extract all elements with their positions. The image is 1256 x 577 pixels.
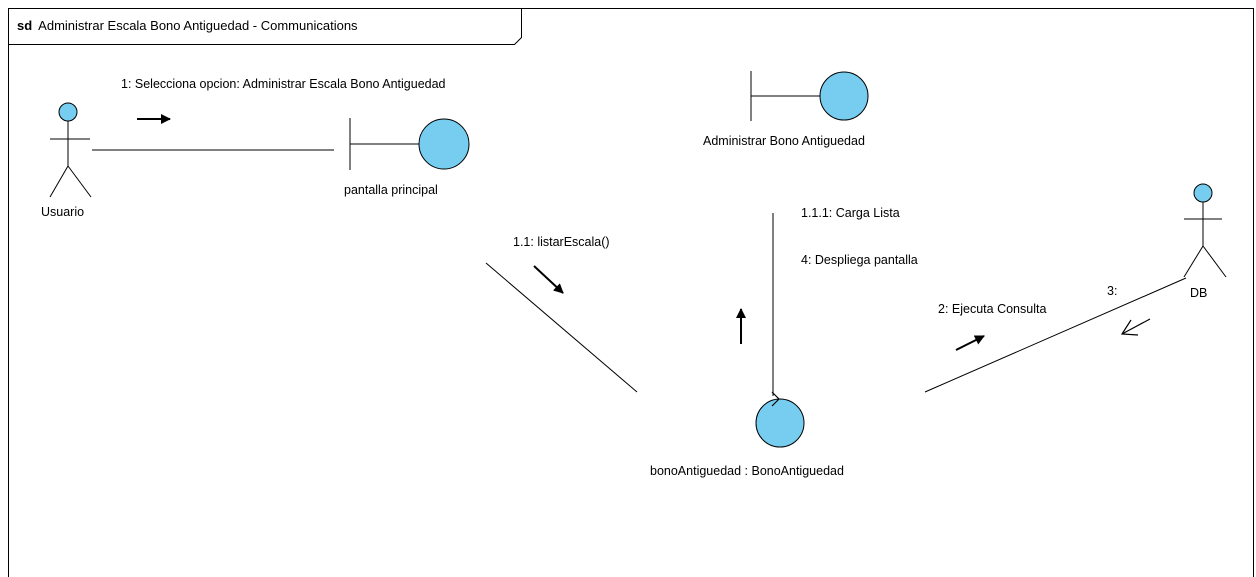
message-1-label: 1: Selecciona opcion: Administrar Escala… — [121, 77, 446, 91]
pantalla-principal-boundary-icon[interactable] — [349, 118, 470, 170]
db-label: DB — [1190, 286, 1208, 300]
arrow-msg-1-1-icon — [533, 265, 564, 294]
message-4-label: 4: Despliega pantalla — [801, 253, 918, 267]
frame-keyword: sd — [17, 18, 33, 33]
message-1-1-label: 1.1: listarEscala() — [513, 235, 610, 249]
message-1-1-1-label: 1.1.1: Carga Lista — [801, 206, 900, 220]
bono-antiguedad-control-icon[interactable] — [755, 391, 805, 448]
bono-antiguedad-label: bonoAntiguedad : BonoAntiguedad — [650, 464, 844, 478]
usuario-label: Usuario — [41, 205, 85, 219]
administrar-bono-label: Administrar Bono Antiguedad — [703, 134, 865, 148]
link-pantalla-bono[interactable] — [485, 262, 638, 393]
frame-title-text: Administrar Escala Bono Antiguedad - Com… — [38, 18, 358, 33]
frame-border — [8, 8, 1254, 577]
message-2-label: 2: Ejecuta Consulta — [938, 302, 1047, 316]
arrow-msg-2-icon — [955, 335, 985, 351]
link-bono-db[interactable] — [924, 277, 1187, 393]
pantalla-principal-label: pantalla principal — [344, 183, 438, 197]
frame-title-tab — [8, 8, 522, 45]
message-3-label: 3: — [1107, 284, 1118, 298]
db-actor-icon[interactable] — [1183, 183, 1227, 278]
usuario-actor-icon[interactable] — [49, 102, 92, 198]
administrar-bono-boundary-icon[interactable] — [750, 71, 869, 121]
arrow-msg-3-icon — [1120, 318, 1151, 336]
frame-title: sd Administrar Escala Bono Antiguedad - C… — [17, 18, 358, 34]
